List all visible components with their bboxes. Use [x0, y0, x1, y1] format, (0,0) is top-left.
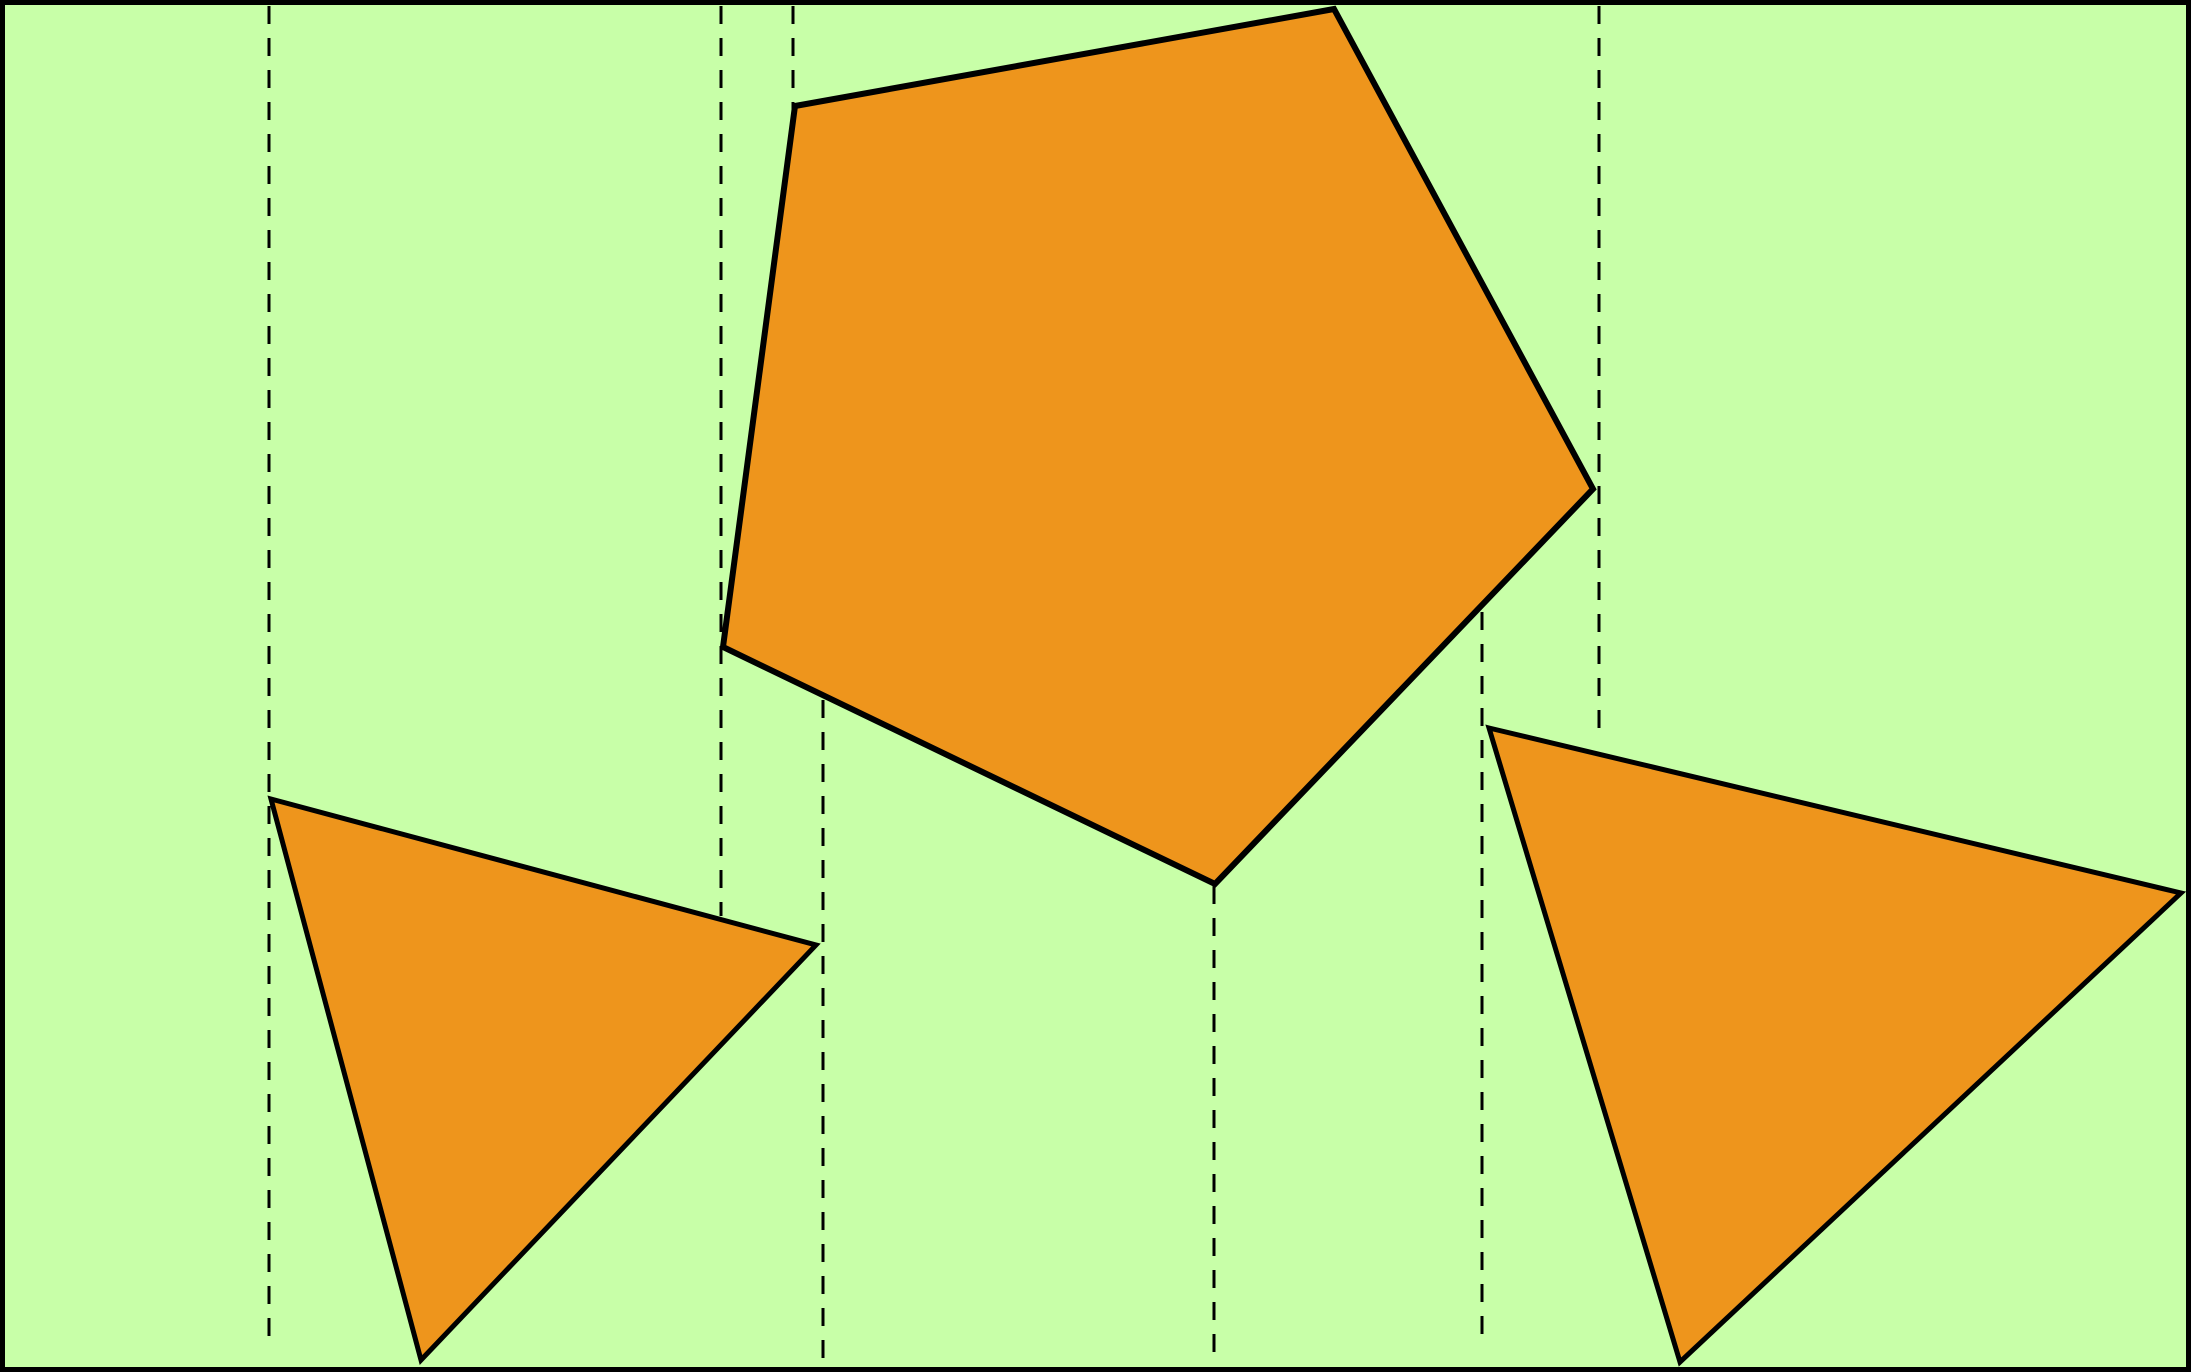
- dashed-guide-lines: [267, 6, 1601, 1366]
- triangle-right: [1485, 724, 2187, 1367]
- triangle-left: [267, 795, 821, 1365]
- pentagon: [719, 5, 1597, 888]
